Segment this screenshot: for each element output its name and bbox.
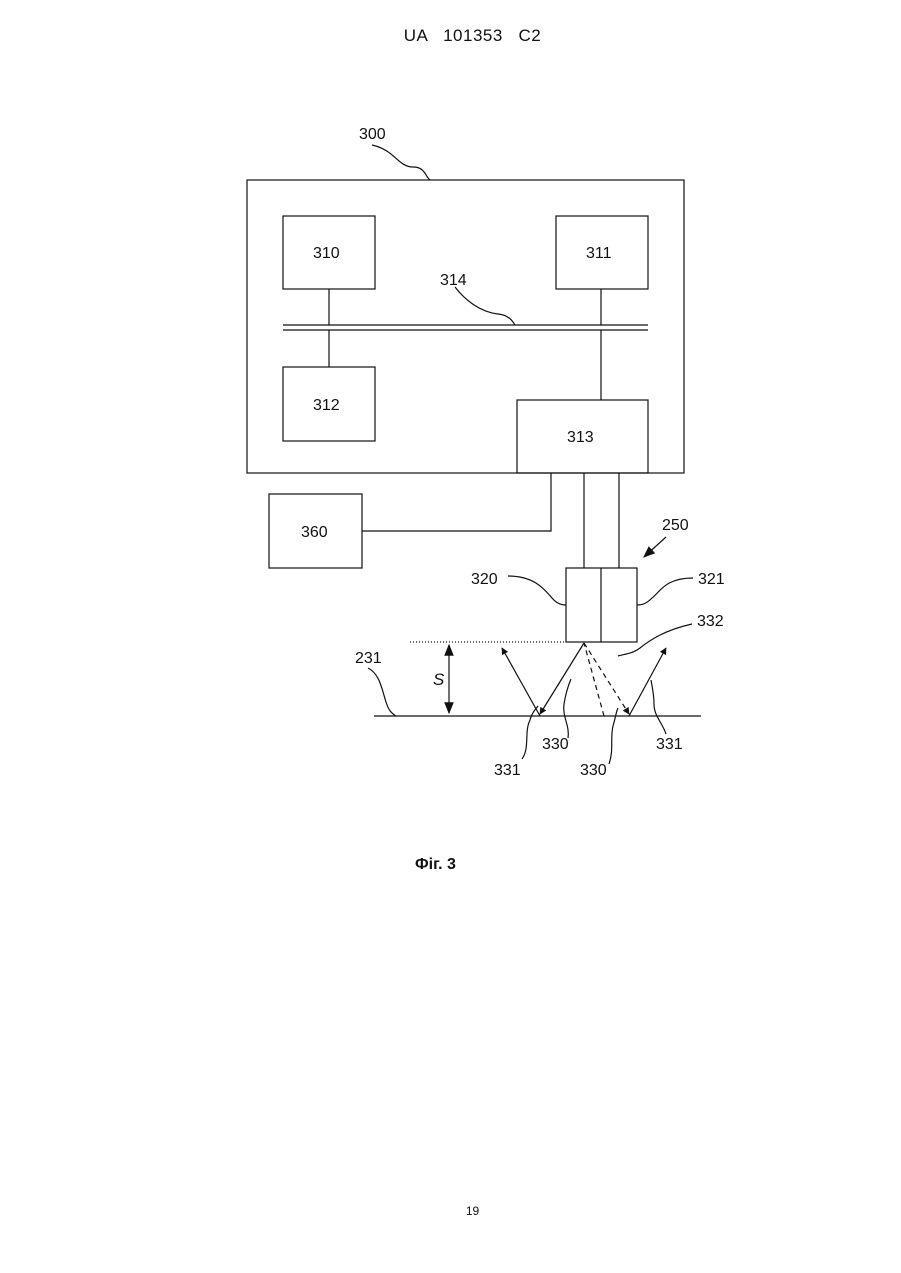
leader-231 — [368, 668, 396, 716]
label-310: 310 — [313, 245, 340, 262]
ray-330-right-dashed-down — [584, 643, 629, 714]
label-distance-s: S — [433, 670, 445, 689]
label-313: 313 — [567, 429, 594, 446]
label-314: 314 — [440, 272, 467, 289]
label-331-left: 331 — [494, 762, 521, 779]
label-250: 250 — [662, 517, 689, 534]
link-313-360 — [362, 473, 551, 531]
label-330-a: 330 — [542, 736, 569, 753]
label-300: 300 — [359, 126, 386, 143]
ray-330-left-down — [540, 643, 584, 714]
label-312: 312 — [313, 397, 340, 414]
leader-320 — [508, 576, 566, 605]
unit-300-box — [247, 180, 684, 473]
label-321: 321 — [698, 571, 725, 588]
label-331-right: 331 — [656, 736, 683, 753]
ray-331-left-up — [502, 648, 540, 716]
leader-331-left — [522, 706, 538, 759]
ray-331-right-up — [629, 648, 666, 716]
label-360: 360 — [301, 524, 328, 541]
leader-330-a — [564, 679, 571, 738]
label-332: 332 — [697, 613, 724, 630]
label-231: 231 — [355, 650, 382, 667]
label-311: 311 — [586, 245, 612, 262]
label-330-b: 330 — [580, 762, 607, 779]
arrow-250 — [644, 537, 666, 557]
page-number: 19 — [0, 1204, 901, 1218]
leader-300 — [372, 145, 430, 180]
leader-331-right — [651, 680, 666, 734]
leader-321 — [637, 578, 693, 605]
leader-332 — [618, 624, 692, 656]
figure-caption: Фіг. 3 — [415, 856, 456, 874]
ray-dashed-mid — [584, 643, 604, 716]
label-320: 320 — [471, 571, 498, 588]
leader-314 — [455, 287, 515, 325]
